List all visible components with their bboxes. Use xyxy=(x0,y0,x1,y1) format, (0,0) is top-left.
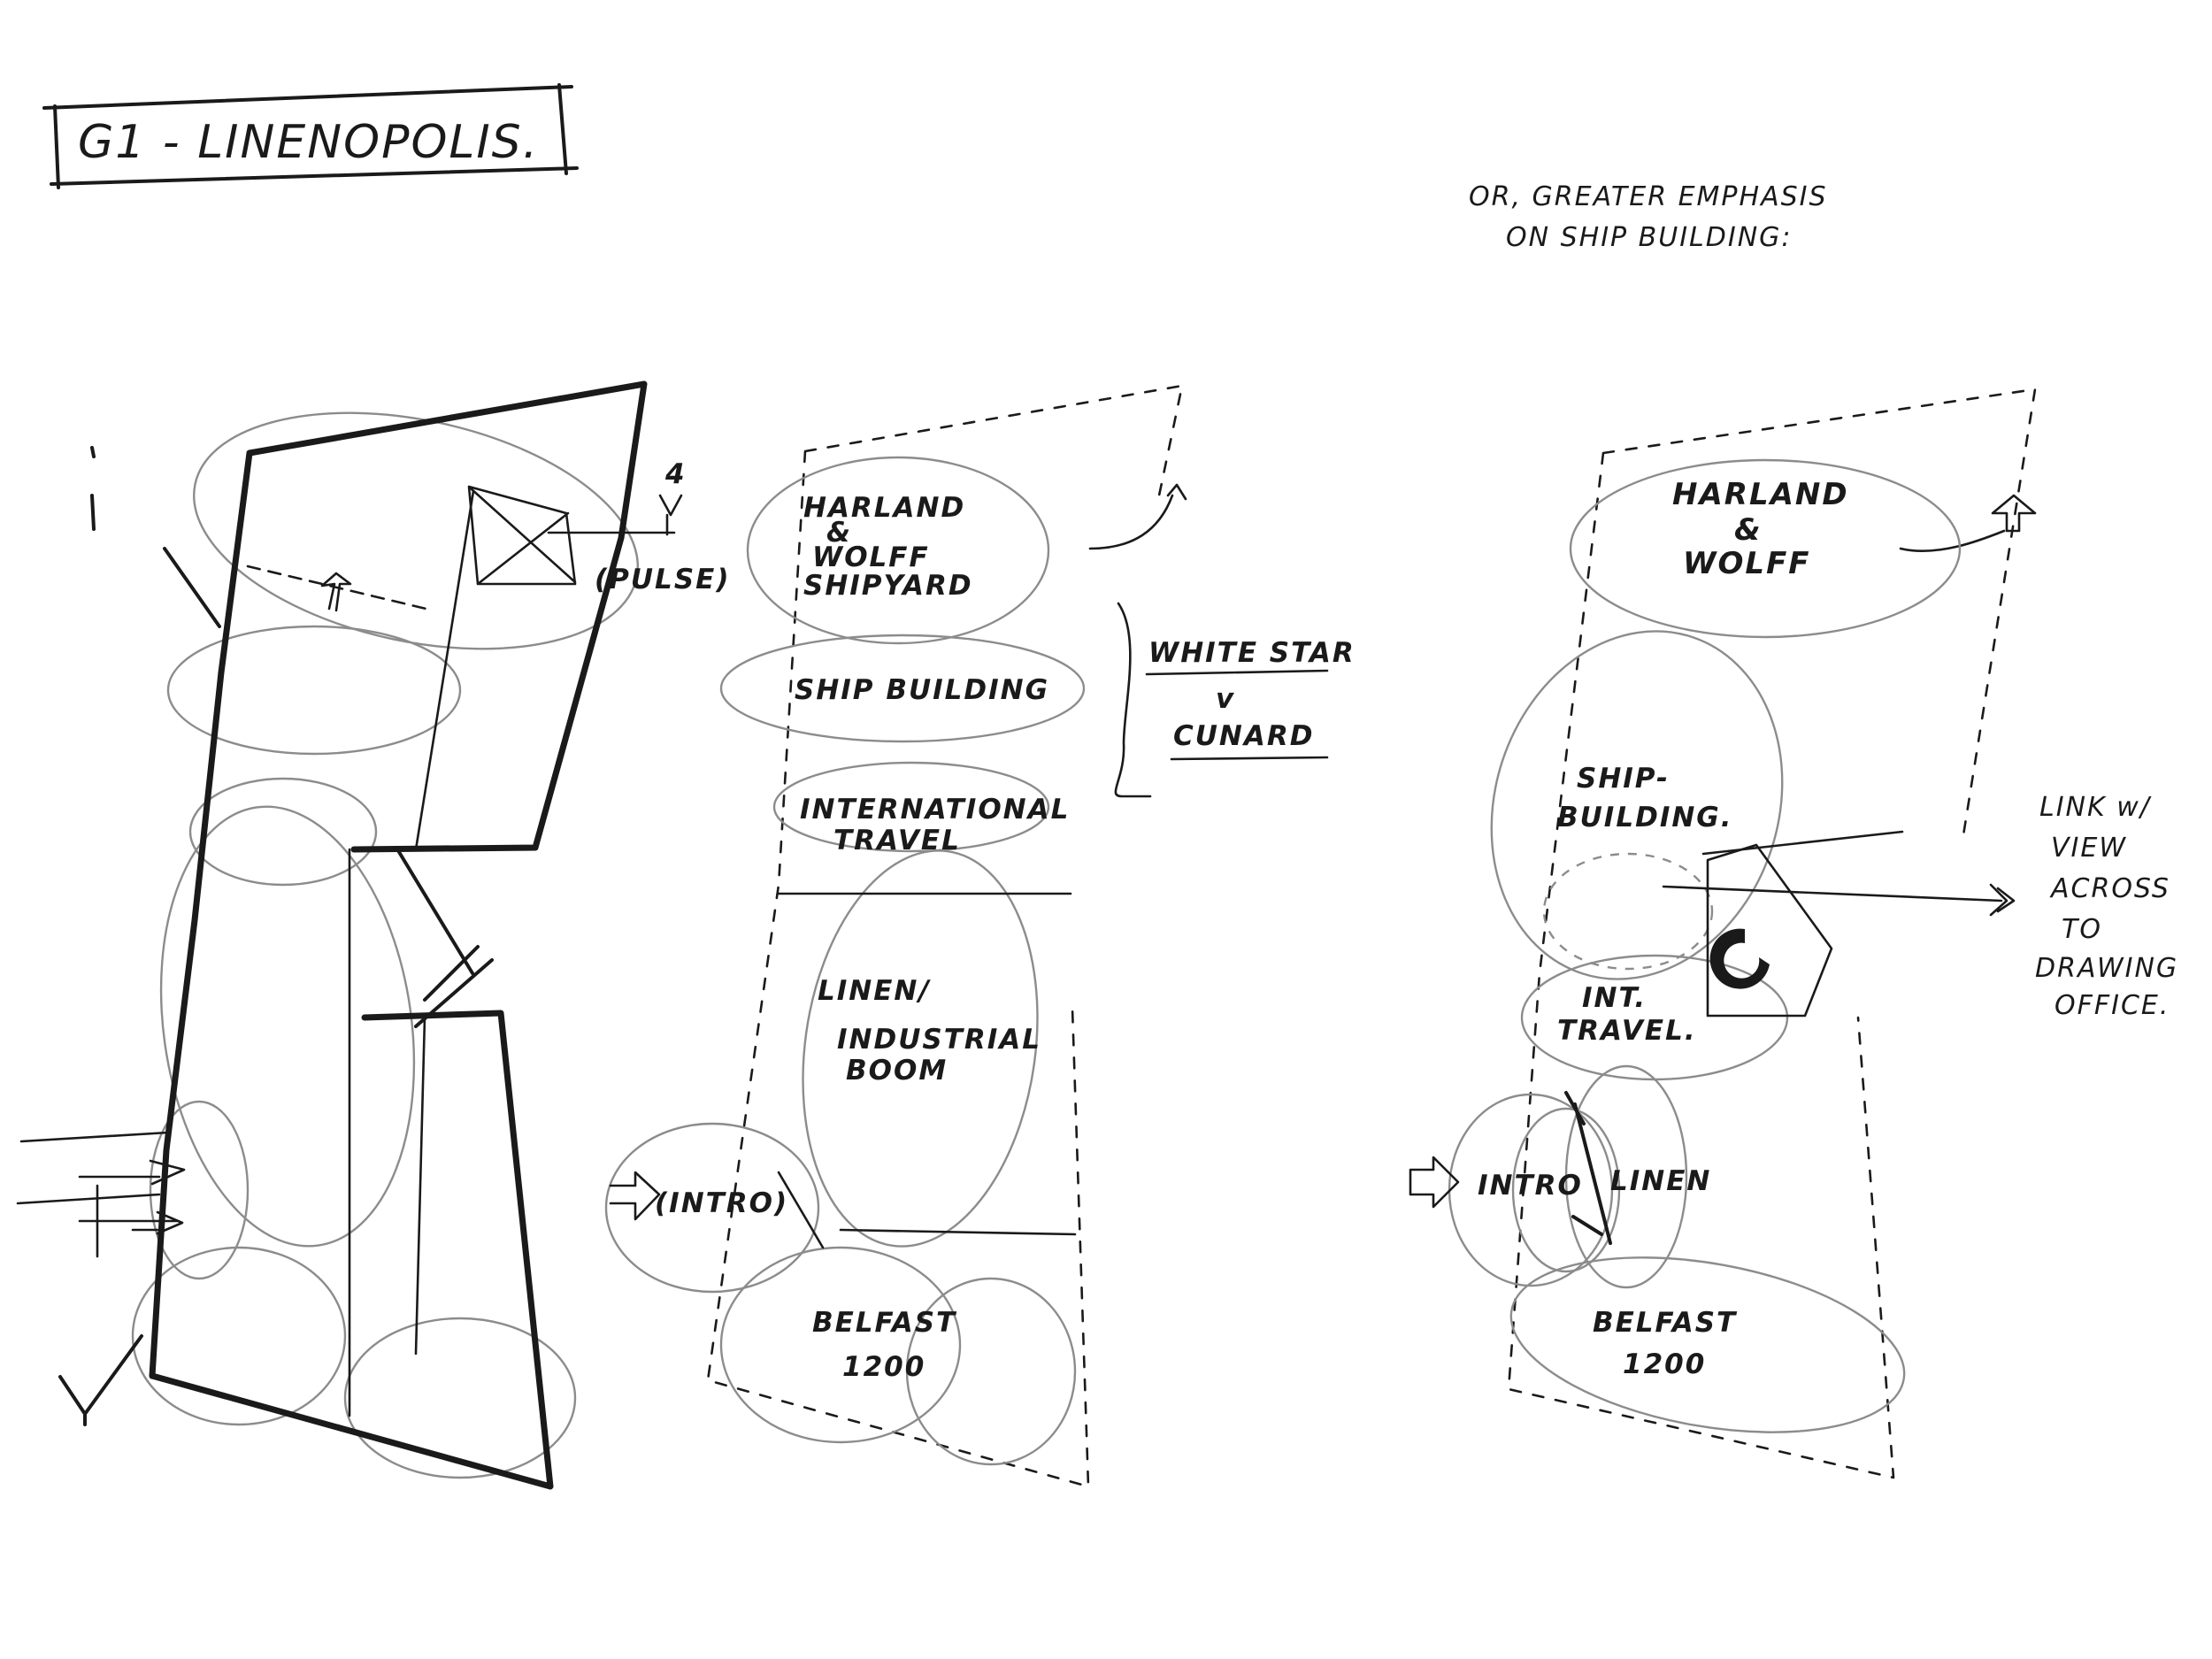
label-white-star: WHITE STAR xyxy=(1148,637,1356,669)
bubble-harland-wolff xyxy=(746,456,1050,645)
right-divider-strokes xyxy=(1564,1091,1612,1245)
label-right-ampersand: & xyxy=(1734,512,1763,548)
bubble-neck xyxy=(188,777,378,887)
label-right-int: INT. xyxy=(1582,982,1647,1014)
right-intro-arrow-icon xyxy=(1409,1156,1460,1209)
link-note-line-4: TO xyxy=(2062,914,2102,945)
bubble-linen xyxy=(802,849,1039,1248)
entry-arrow-icons xyxy=(149,1159,186,1235)
label-v: v xyxy=(1216,683,1235,715)
link-note-line-6: OFFICE. xyxy=(2055,990,2170,1021)
label-linen: LINEN/ xyxy=(818,975,931,1007)
label-cunard: CUNARD xyxy=(1173,720,1314,752)
label-boom: BOOM xyxy=(846,1055,948,1087)
label-ampersand: & xyxy=(826,517,852,549)
interior-lines xyxy=(348,489,475,1417)
right-link-line xyxy=(1701,830,1904,856)
bubble-entry xyxy=(149,1100,250,1280)
right-bubble-diagram: HARLAND & WOLFF SHIP- BUILDING. INT. TRA… xyxy=(1409,388,2178,1479)
right-up-arrow-icon xyxy=(1899,494,2037,552)
label-wolff: WOLFF xyxy=(812,541,930,573)
middle-divider-lines xyxy=(777,892,1077,1249)
direction-y-mark xyxy=(58,1334,143,1426)
entry-lines xyxy=(16,1131,179,1258)
label-right-travel: TRAVEL. xyxy=(1557,1015,1697,1047)
bubble-lower-right xyxy=(343,1317,577,1479)
bracket-ship-building xyxy=(1114,602,1152,798)
title-frame xyxy=(42,83,579,189)
bubble-right-linen xyxy=(1564,1064,1688,1289)
crossed-box xyxy=(467,485,577,586)
right-drawing-office-block xyxy=(1706,843,1833,1018)
direction-4-label: 4 xyxy=(664,458,687,490)
right-dashed-outline xyxy=(1507,388,2037,1479)
label-harland: HARLAND xyxy=(803,492,965,524)
label-right-harland: HARLAND xyxy=(1672,477,1849,512)
bubble-international-travel xyxy=(772,761,1050,853)
bubble-upper xyxy=(166,625,462,756)
upper-block-outline xyxy=(246,380,648,853)
label-shipyard: SHIPYARD xyxy=(803,570,973,602)
label-international: INTERNATIONAL xyxy=(800,794,1070,826)
underline-white-star xyxy=(1145,669,1329,676)
left-wall xyxy=(149,449,253,1379)
right-view-line xyxy=(1662,885,2003,902)
middle-up-arrow xyxy=(1088,483,1187,550)
bubble-belfast-right xyxy=(905,1277,1077,1466)
label-right-intro: INTRO xyxy=(1478,1170,1583,1202)
label-intro: (INTRO) xyxy=(655,1187,788,1219)
emphasis-note-line-1: OR, GREATER EMPHASIS xyxy=(1469,181,1828,212)
bubble-belfast xyxy=(719,1246,962,1444)
label-right-belfast: BELFAST xyxy=(1593,1307,1738,1339)
label-travel: TRAVEL xyxy=(833,825,961,856)
label-right-linen: LINEN xyxy=(1610,1165,1711,1197)
label-belfast: BELFAST xyxy=(812,1307,957,1339)
label-industrial: INDUSTRIAL xyxy=(837,1024,1041,1056)
up-arrow-small xyxy=(320,572,352,612)
label-ship-building: SHIP BUILDING xyxy=(795,674,1049,706)
dashed-axis xyxy=(246,565,435,612)
right-stair-icon xyxy=(1709,928,1770,989)
middle-bubble-diagram: HARLAND & WOLFF SHIPYARD SHIP BUILDING I… xyxy=(604,384,1356,1488)
pulse-leader xyxy=(547,494,683,536)
emphasis-note: OR, GREATER EMPHASIS ON SHIP BUILDING: xyxy=(1469,181,1828,253)
intro-arrow-icon xyxy=(609,1171,661,1221)
bubble-lower xyxy=(131,1246,347,1426)
link-note-line-5: DRAWING xyxy=(2035,953,2178,984)
bubble-intro xyxy=(604,1122,820,1294)
left-plan-diagram: 4 (PULSE) xyxy=(16,380,731,1490)
label-1200: 1200 xyxy=(842,1351,926,1383)
pulse-label: (PULSE) xyxy=(595,564,731,595)
title-block: G1 - LINENOPOLIS. xyxy=(42,83,579,189)
underline-cunard xyxy=(1170,756,1329,761)
bubble-middle xyxy=(159,805,416,1248)
tick-left xyxy=(163,547,221,628)
bubble-right-harland-wolff xyxy=(1569,458,1962,639)
link-note-line-2: VIEW xyxy=(2051,833,2127,864)
bubble-right-ship-inner xyxy=(1542,852,1714,971)
bubble-ship-building xyxy=(719,634,1086,743)
link-note-line-3: ACROSS xyxy=(2049,873,2170,904)
direction-1-mark xyxy=(90,446,96,531)
left-pencil-bubbles xyxy=(131,411,639,1479)
sheet-title: G1 - LINENOPOLIS. xyxy=(78,116,539,169)
bubble-right-belfast xyxy=(1509,1256,1906,1433)
emphasis-note-line-2: ON SHIP BUILDING: xyxy=(1506,222,1793,253)
link-note-line-1: LINK w/ xyxy=(2039,792,2152,823)
label-right-ship: SHIP- xyxy=(1577,763,1670,795)
label-right-wolff: WOLFF xyxy=(1683,546,1811,581)
connector-hatch xyxy=(395,846,494,1028)
label-right-1200: 1200 xyxy=(1623,1348,1706,1380)
label-right-building: BUILDING. xyxy=(1557,802,1733,833)
bubble-right-ship-building xyxy=(1490,630,1784,980)
lower-block-outline xyxy=(149,1010,554,1490)
bubble-right-intro-inner xyxy=(1511,1107,1621,1273)
right-view-arrow-icon xyxy=(1989,883,2016,917)
